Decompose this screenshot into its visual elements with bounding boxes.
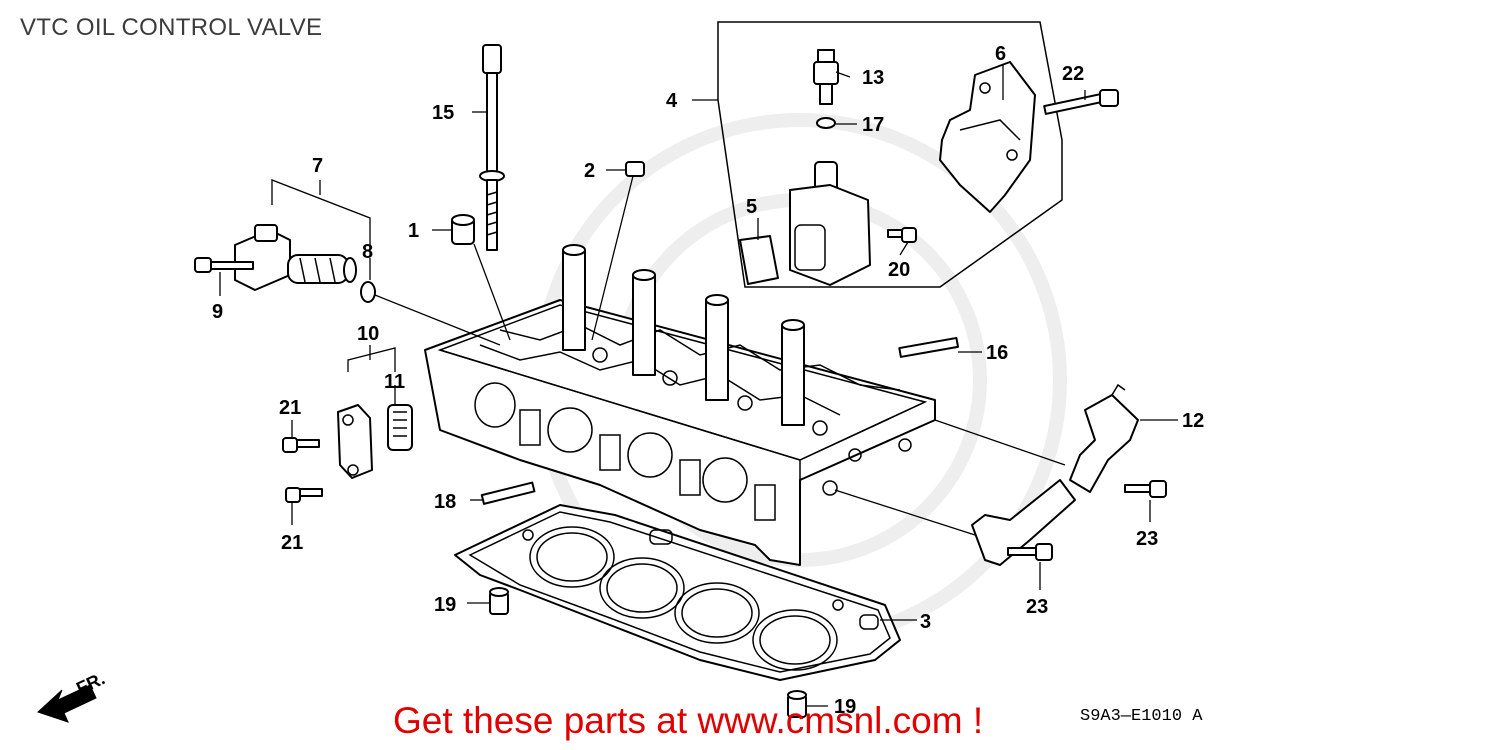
bracket-bolt[interactable] [1043, 89, 1119, 115]
diagram-code: S9A3—E1010 A [1080, 707, 1203, 726]
spool-valve[interactable] [789, 161, 871, 286]
callout-22: 22 [1062, 63, 1084, 85]
callout-3: 3 [920, 611, 931, 633]
callout-21-upper: 21 [279, 397, 301, 419]
oil-pressure-switch[interactable] [813, 49, 839, 105]
valve-gasket[interactable] [739, 235, 779, 285]
callout-12: 12 [1182, 410, 1204, 432]
head-bolt[interactable] [479, 44, 505, 251]
callout-2: 2 [584, 160, 595, 182]
callout-11: 11 [384, 371, 405, 393]
plug-cap[interactable] [625, 161, 645, 177]
callout-4: 4 [666, 90, 678, 112]
vtc-assembly-frame [717, 21, 1063, 288]
head-gasket[interactable] [454, 504, 901, 681]
stud-bolt[interactable] [898, 336, 959, 358]
valve-bracket[interactable] [939, 61, 1036, 213]
oil-seal[interactable] [451, 214, 475, 245]
vtc-solenoid[interactable] [234, 224, 357, 291]
flange-bolt-upper[interactable] [282, 437, 320, 453]
engine-hanger[interactable] [971, 383, 1139, 566]
cylinder-head[interactable] [424, 244, 936, 566]
callout-23-upper: 23 [1136, 528, 1158, 550]
callout-1: 1 [408, 220, 419, 242]
dowel-pin-upper[interactable] [489, 587, 509, 615]
o-ring[interactable] [360, 281, 376, 303]
flange-bolt-lower[interactable] [285, 487, 323, 503]
leader-lines [219, 65, 1178, 707]
callout-6: 6 [995, 43, 1006, 65]
diagram-title: VTC OIL CONTROL VALVE [20, 14, 323, 41]
valve-bolt[interactable] [887, 227, 917, 243]
callout-19-upper: 19 [434, 594, 456, 616]
sealing-washer[interactable] [816, 117, 836, 129]
callout-19-lower: 19 [834, 696, 856, 718]
front-direction-arrow: FR. [37, 668, 108, 723]
promo-banner: Get these parts at www.cmsnl.com ! [393, 700, 984, 741]
solenoid-bolt[interactable] [194, 257, 254, 273]
callout-10: 10 [357, 323, 379, 345]
callout-numbers: 1 2 3 4 5 6 7 8 9 10 11 12 13 15 16 17 1… [212, 43, 1204, 718]
callout-20: 20 [888, 259, 910, 281]
callout-9: 9 [212, 301, 223, 323]
callout-21-lower: 21 [281, 532, 303, 554]
filter-housing[interactable] [337, 404, 373, 479]
callout-8: 8 [362, 241, 373, 263]
stud-bolt-lower[interactable] [480, 481, 536, 505]
callout-7: 7 [312, 155, 323, 177]
callout-15: 15 [432, 102, 454, 124]
filter-gasket[interactable] [387, 404, 413, 451]
callout-5: 5 [746, 196, 757, 218]
callout-18: 18 [434, 491, 456, 513]
callout-23-lower: 23 [1026, 596, 1048, 618]
callout-17: 17 [862, 114, 884, 136]
hanger-bolt-upper[interactable] [1124, 480, 1167, 498]
hanger-bolt-lower[interactable] [1007, 543, 1053, 561]
callout-16: 16 [986, 342, 1008, 364]
callout-13: 13 [862, 67, 884, 89]
